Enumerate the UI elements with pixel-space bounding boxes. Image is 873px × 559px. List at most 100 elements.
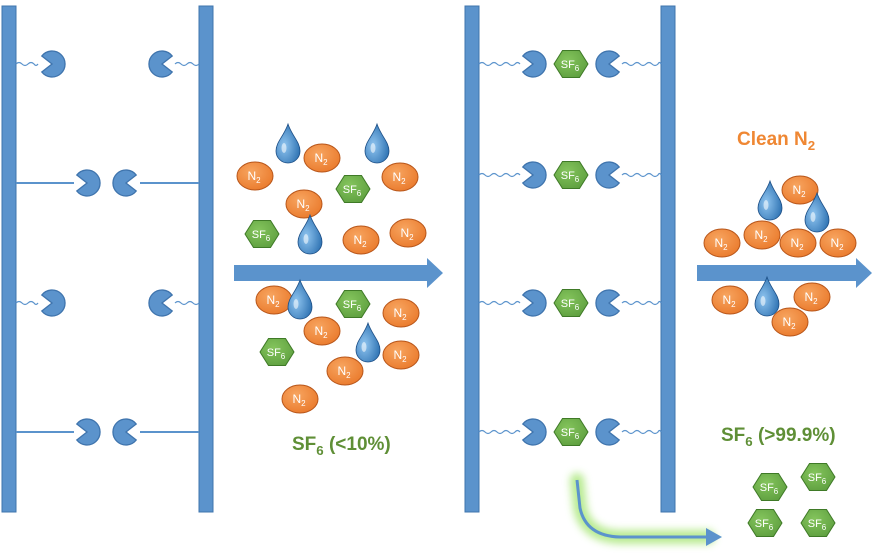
sf6-label: SF6 xyxy=(343,299,362,313)
n2-label: N2 xyxy=(353,233,367,249)
n2-molecule: N2 xyxy=(793,282,831,312)
droplet-highlight xyxy=(763,200,769,210)
n2-label: N2 xyxy=(830,236,844,252)
binding-site-icon xyxy=(595,289,621,317)
n2-label: N2 xyxy=(292,392,306,408)
n2-label: N2 xyxy=(714,236,728,252)
feed-formula-sub: 6 xyxy=(316,442,324,458)
n2-label: N2 xyxy=(314,151,328,167)
n2-label: N2 xyxy=(247,169,261,185)
n2-molecule: N2 xyxy=(281,384,319,414)
binding-site-icon xyxy=(40,289,66,317)
framework-rail xyxy=(660,5,676,513)
n2-molecule: N2 xyxy=(819,228,857,258)
framework-rail xyxy=(198,5,214,513)
sf6-label: SF6 xyxy=(343,184,362,198)
n2-label: N2 xyxy=(337,364,351,380)
flexible-linker xyxy=(15,300,39,306)
flexible-linker xyxy=(174,61,200,67)
binding-site-icon xyxy=(595,50,621,78)
sf6-molecule: SF6 xyxy=(553,50,589,78)
flexible-linker xyxy=(621,61,662,67)
feed-percentage: (<10%) xyxy=(323,434,391,455)
clean-label-base: Clean N xyxy=(737,129,808,150)
binding-site-icon xyxy=(112,418,138,446)
sf6-label: SF6 xyxy=(561,427,580,441)
pure-sf6-caption: SF6 (>99.9%) xyxy=(721,425,836,449)
clean-label-sub: 2 xyxy=(807,137,816,153)
n2-molecule: N2 xyxy=(771,307,809,337)
n2-label: N2 xyxy=(393,306,407,322)
sf6-label: SF6 xyxy=(561,59,580,73)
n2-molecule: N2 xyxy=(743,220,781,250)
binding-site-icon xyxy=(521,161,547,189)
sf6-molecule: SF6 xyxy=(259,338,295,366)
flexible-linker xyxy=(478,300,521,306)
pure-formula-sub: 6 xyxy=(745,433,753,449)
sf6-molecule: SF6 xyxy=(553,161,589,189)
n2-label: N2 xyxy=(790,236,804,252)
droplet-highlight xyxy=(760,296,766,306)
sf6-label: SF6 xyxy=(267,347,286,361)
feed-composition-caption: SF6 (<10%) xyxy=(292,434,391,458)
sf6-molecule: SF6 xyxy=(553,418,589,446)
sf6-molecule: SF6 xyxy=(335,290,371,318)
water-droplet-icon xyxy=(275,122,301,164)
product-path xyxy=(575,479,708,539)
n2-molecule: N2 xyxy=(236,161,274,191)
n2-molecule: N2 xyxy=(381,162,419,192)
binding-site-icon xyxy=(148,289,174,317)
sf6-molecule: SF6 xyxy=(747,509,783,537)
water-droplet-icon xyxy=(287,278,313,320)
n2-molecule: N2 xyxy=(781,175,819,205)
n2-label: N2 xyxy=(782,315,796,331)
n2-label: N2 xyxy=(393,348,407,364)
water-droplet-icon xyxy=(754,275,780,317)
binding-site-icon xyxy=(40,50,66,78)
sf6-label: SF6 xyxy=(808,518,827,532)
n2-molecule: N2 xyxy=(711,285,749,315)
n2-molecule: N2 xyxy=(779,228,817,258)
pure-formula-base: SF xyxy=(721,425,746,446)
sf6-molecule: SF6 xyxy=(800,509,836,537)
flexible-linker xyxy=(478,61,521,67)
n2-label: N2 xyxy=(754,228,768,244)
water-droplet-icon xyxy=(804,191,830,233)
n2-molecule: N2 xyxy=(303,143,341,173)
sf6-molecule: SF6 xyxy=(335,175,371,203)
binding-site-icon xyxy=(148,50,174,78)
product-arrow-head-icon xyxy=(706,528,722,546)
flexible-linker xyxy=(621,300,662,306)
n2-molecule: N2 xyxy=(342,225,380,255)
pure-percentage: (>99.9%) xyxy=(752,425,836,446)
framework-rail xyxy=(464,5,480,513)
flexible-linker xyxy=(478,172,521,178)
product-glow xyxy=(570,473,715,544)
sf6-molecule: SF6 xyxy=(553,289,589,317)
flexible-linker xyxy=(621,172,662,178)
droplet-highlight xyxy=(370,143,376,153)
sf6-label: SF6 xyxy=(561,298,580,312)
binding-site-icon xyxy=(595,161,621,189)
binding-site-icon xyxy=(521,289,547,317)
water-droplet-icon xyxy=(297,213,323,255)
n2-molecule: N2 xyxy=(382,340,420,370)
n2-molecule: N2 xyxy=(389,218,427,248)
flexible-linker xyxy=(174,300,200,306)
droplet-highlight xyxy=(293,299,299,309)
binding-site-icon xyxy=(521,418,547,446)
droplet-highlight xyxy=(303,234,309,244)
sf6-molecule: SF6 xyxy=(244,220,280,248)
n2-molecule: N2 xyxy=(382,298,420,328)
droplet-highlight xyxy=(361,342,367,352)
binding-site-icon xyxy=(75,418,101,446)
flexible-linker xyxy=(478,429,521,435)
clean-n2-caption: Clean N2 xyxy=(737,129,815,153)
flexible-linker xyxy=(621,429,662,435)
sf6-label: SF6 xyxy=(755,518,774,532)
n2-molecule: N2 xyxy=(326,356,364,386)
sf6-label: SF6 xyxy=(808,472,827,486)
n2-label: N2 xyxy=(266,293,280,309)
water-droplet-icon xyxy=(757,179,783,221)
